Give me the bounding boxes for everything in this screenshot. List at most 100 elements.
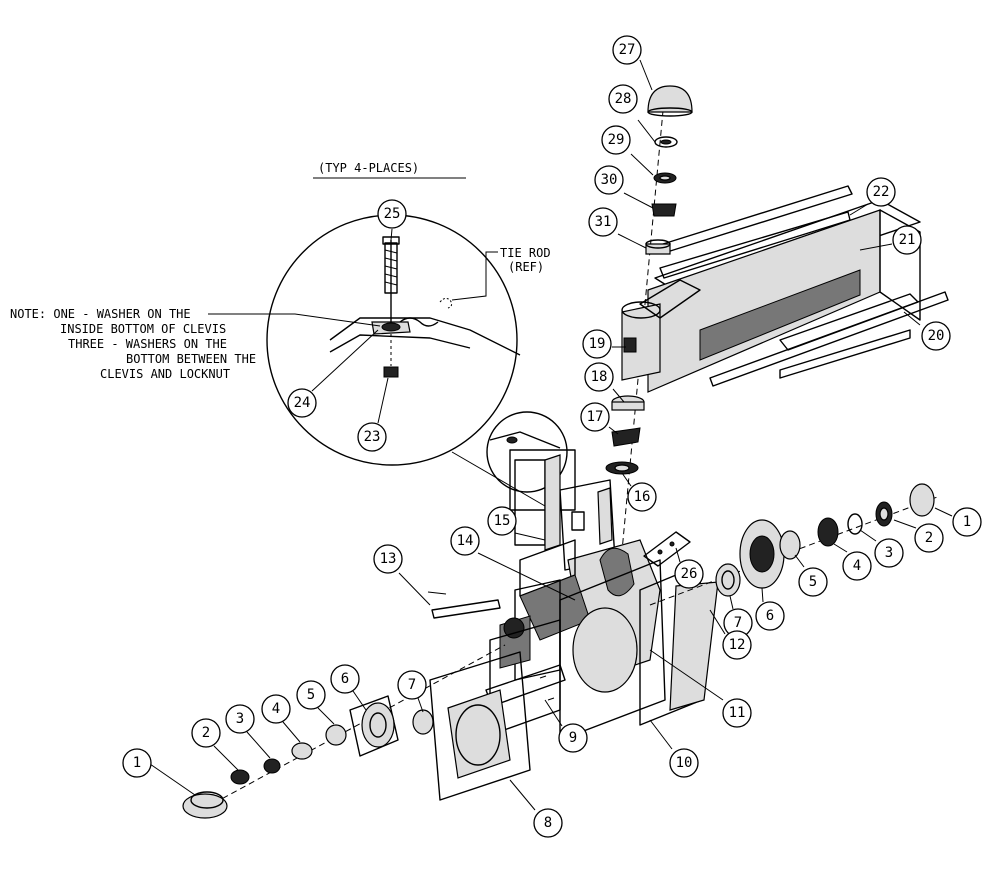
bubble-17: 17: [580, 402, 610, 432]
svg-text:4: 4: [272, 701, 280, 717]
svg-text:23: 23: [364, 429, 381, 445]
tie-rod-line-1: TIE ROD: [500, 246, 551, 260]
svg-text:1: 1: [133, 755, 141, 771]
bubble-6-right: 6: [755, 601, 785, 631]
svg-text:24: 24: [294, 395, 311, 411]
bubble-22: 22: [866, 177, 896, 207]
bubble-31: 31: [588, 207, 618, 237]
svg-text:3: 3: [236, 711, 244, 727]
svg-text:22: 22: [873, 184, 890, 200]
upper-frame: [509, 449, 585, 551]
svg-text:15: 15: [494, 513, 511, 529]
leader-lines: [149, 59, 953, 811]
svg-text:13: 13: [380, 551, 397, 567]
svg-text:11: 11: [729, 705, 746, 721]
svg-text:12: 12: [729, 637, 746, 653]
bubble-8: 8: [533, 808, 563, 838]
tie-rod-arm: [427, 591, 501, 619]
bubble-26: 26: [674, 559, 704, 589]
svg-text:21: 21: [899, 232, 916, 248]
svg-text:9: 9: [569, 730, 577, 746]
note-line-4: BOTTOM BETWEEN THE: [126, 352, 256, 366]
detail-circle: [266, 214, 521, 466]
svg-text:10: 10: [676, 755, 693, 771]
note-line-5: CLEVIS AND LOCKNUT: [100, 367, 230, 381]
bubble-2-right: 2: [914, 523, 944, 553]
note-line-3: THREE - WASHERS ON THE: [68, 337, 227, 351]
detail-header: (TYP 4-PLACES): [313, 161, 466, 179]
bubble-16: 16: [627, 482, 657, 512]
svg-text:6: 6: [341, 671, 349, 687]
bubble-5-right: 5: [798, 567, 828, 597]
axle-beam: [647, 185, 949, 393]
washer-note: NOTE: ONE - WASHER ON THE INSIDE BOTTOM …: [10, 307, 381, 381]
note-line-1: NOTE: ONE - WASHER ON THE: [10, 307, 191, 321]
svg-text:18: 18: [591, 369, 608, 385]
bubble-3-right: 3: [874, 538, 904, 568]
bubble-9: 9: [558, 723, 588, 753]
svg-text:4: 4: [853, 558, 861, 574]
bubble-12: 12: [722, 630, 752, 660]
bubble-10: 10: [669, 748, 699, 778]
bubble-24: 24: [287, 388, 317, 418]
backing-plate: [429, 651, 531, 801]
bubble-13: 13: [373, 544, 403, 574]
svg-text:8: 8: [544, 815, 552, 831]
right-hub-stack: [649, 483, 941, 606]
svg-text:19: 19: [589, 336, 606, 352]
bubble-3-left: 3: [225, 704, 255, 734]
svg-text:20: 20: [928, 328, 945, 344]
bubble-4-right: 4: [842, 551, 872, 581]
svg-text:7: 7: [734, 615, 742, 631]
bubble-30: 30: [594, 165, 624, 195]
bubble-19: 19: [582, 329, 612, 359]
bubble-5-left: 5: [296, 680, 326, 710]
bubble-21: 21: [892, 225, 922, 255]
bubble-7-left: 7: [397, 670, 427, 700]
svg-text:2: 2: [202, 725, 210, 741]
knuckle-housing: [621, 279, 701, 381]
bubble-6-left: 6: [330, 664, 360, 694]
left-hub-stack: [182, 644, 506, 819]
tie-rod-label: TIE ROD (REF): [451, 246, 551, 301]
svg-text:30: 30: [601, 172, 618, 188]
bubble-23: 23: [357, 422, 387, 452]
svg-text:2: 2: [925, 530, 933, 546]
svg-text:16: 16: [634, 489, 651, 505]
svg-text:5: 5: [307, 687, 315, 703]
svg-text:5: 5: [809, 574, 817, 590]
bubble-18: 18: [584, 362, 614, 392]
svg-text:6: 6: [766, 608, 774, 624]
lower-bearings: [605, 395, 645, 475]
bubble-20: 20: [921, 321, 951, 351]
bubble-29: 29: [601, 125, 631, 155]
bubble-14: 14: [450, 526, 480, 556]
bubble-2-left: 2: [191, 718, 221, 748]
svg-text:27: 27: [619, 42, 636, 58]
svg-text:28: 28: [615, 91, 632, 107]
note-line-2: INSIDE BOTTOM OF CLEVIS: [60, 322, 226, 336]
bubble-15: 15: [487, 506, 517, 536]
svg-text:14: 14: [457, 533, 474, 549]
svg-text:29: 29: [608, 132, 625, 148]
bubble-28: 28: [608, 84, 638, 114]
bubble-11: 11: [722, 698, 752, 728]
svg-text:31: 31: [595, 214, 612, 230]
svg-text:17: 17: [587, 409, 604, 425]
knuckle-body: [485, 479, 719, 741]
bubble-1-right: 1: [952, 507, 982, 537]
kingpin-stack: [620, 85, 693, 563]
bubble-27: 27: [612, 35, 642, 65]
svg-text:7: 7: [408, 677, 416, 693]
tie-rod-line-2: (REF): [508, 260, 544, 274]
svg-text:26: 26: [681, 566, 698, 582]
svg-text:1: 1: [963, 514, 971, 530]
bubble-4-left: 4: [261, 694, 291, 724]
bubble-25: 25: [377, 199, 407, 229]
detail-header-text: (TYP 4-PLACES): [318, 161, 419, 175]
bracket-26: [643, 531, 691, 567]
svg-text:25: 25: [384, 206, 401, 222]
bubble-1-left: 1: [122, 748, 152, 778]
svg-text:3: 3: [885, 545, 893, 561]
